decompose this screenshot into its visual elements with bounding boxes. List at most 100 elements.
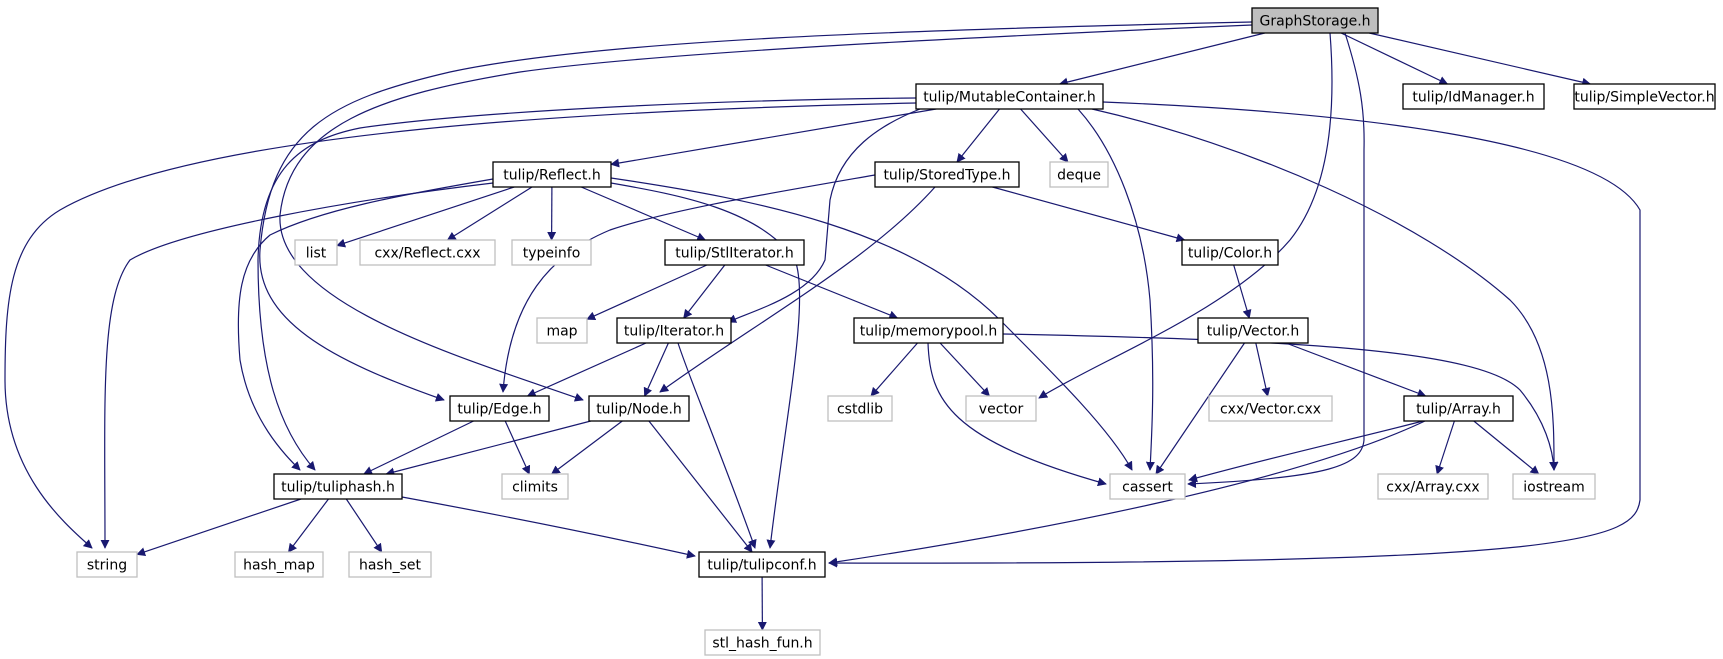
edge-n1-to-n26	[1091, 108, 1559, 471]
edge-n21-to-n25	[1435, 420, 1455, 475]
node-box	[449, 395, 550, 422]
node-label: deque	[1057, 168, 1101, 184]
node-n4[interactable]: tulip/Reflect.h	[492, 161, 612, 188]
node-box	[273, 473, 403, 500]
node-label: tulip/StoredType.h	[883, 168, 1010, 184]
node-box	[76, 551, 138, 578]
edge-n16-to-n23	[504, 420, 531, 475]
edge-n1-to-n27	[4, 102, 917, 549]
node-box	[234, 551, 324, 578]
edge-n1-to-n5	[956, 108, 1000, 163]
node-label: list	[306, 246, 327, 262]
edge-n1-to-n30	[828, 101, 1641, 568]
node-label: hash_map	[243, 558, 315, 574]
node-box	[874, 161, 1020, 188]
node-box	[1573, 83, 1716, 110]
edge-n17-to-n22	[385, 420, 591, 477]
edge-n1-to-n4	[610, 108, 937, 168]
node-label: iostream	[1523, 480, 1585, 496]
node-n10[interactable]: tulip/StlIterator.h	[664, 239, 805, 266]
node-n15[interactable]: tulip/Vector.h	[1197, 317, 1309, 344]
edge-n22-to-n27	[136, 498, 302, 557]
edge-n4-to-n27	[100, 182, 494, 549]
node-box	[294, 239, 338, 266]
node-label: tulip/Node.h	[596, 402, 682, 418]
edge-n0-to-n2	[1340, 32, 1449, 85]
node-n14[interactable]: tulip/memorypool.h	[853, 317, 1004, 344]
edge-n0-to-n24	[1187, 32, 1365, 489]
edge-n4-to-n7	[336, 186, 515, 248]
edge-n22-to-n30	[401, 496, 696, 559]
node-n17[interactable]: tulip/Node.h	[588, 395, 690, 422]
node-n3[interactable]: tulip/SimpleVector.h	[1573, 83, 1716, 110]
node-n30[interactable]: tulip/tulipconf.h	[698, 551, 826, 578]
edge-n0-to-n16	[259, 21, 1253, 402]
node-label: GraphStorage.h	[1259, 14, 1370, 30]
node-box	[915, 83, 1104, 110]
edge-n15-to-n24	[1155, 342, 1245, 475]
node-n22[interactable]: tulip/tuliphash.h	[273, 473, 403, 500]
edge-n21-to-n26	[1473, 420, 1540, 475]
edge-n5-to-n17	[659, 186, 936, 393]
node-n27: string	[76, 551, 138, 578]
edge-n5-to-n11	[992, 186, 1186, 243]
node-label: cxx/Vector.cxx	[1220, 402, 1321, 418]
edge-n14-to-n24	[927, 342, 1107, 487]
edge-n22-to-n29	[345, 498, 383, 553]
node-n18: cstdlib	[827, 395, 893, 422]
node-box	[704, 629, 821, 656]
node-n8: cxx/Reflect.cxx	[359, 239, 496, 266]
node-box	[616, 317, 732, 344]
node-n13[interactable]: tulip/Iterator.h	[616, 317, 732, 344]
node-label: typeinfo	[523, 246, 581, 262]
node-label: cstdlib	[837, 402, 883, 418]
node-label: vector	[979, 402, 1024, 418]
node-n11[interactable]: tulip/Color.h	[1181, 239, 1279, 266]
edge-n1-to-n13	[727, 108, 921, 323]
edge-n21-to-n24	[1188, 420, 1424, 483]
edge-n1-to-n22	[257, 97, 917, 471]
edge-n1-to-n24	[1077, 108, 1155, 471]
edge-n14-to-n18	[870, 342, 918, 397]
node-box	[1197, 317, 1309, 344]
node-n16[interactable]: tulip/Edge.h	[449, 395, 550, 422]
edge-n4-to-n10	[580, 186, 707, 241]
edge-n5-to-n16	[499, 174, 876, 393]
edge-n15-to-n20	[1255, 342, 1271, 397]
node-label: map	[546, 324, 577, 340]
node-n5[interactable]: tulip/StoredType.h	[874, 161, 1020, 188]
node-label: hash_set	[359, 558, 422, 574]
node-box	[1403, 395, 1514, 422]
edge-n0-to-n17	[279, 24, 1253, 402]
node-label: stl_hash_fun.h	[712, 636, 812, 652]
node-box	[492, 161, 612, 188]
node-label: tulip/Color.h	[1188, 246, 1272, 262]
node-n28: hash_map	[234, 551, 324, 578]
node-n0[interactable]: GraphStorage.h	[1251, 7, 1379, 34]
edge-n4-to-n24	[610, 177, 1133, 471]
edge-n14-to-n19	[939, 342, 991, 397]
node-box	[536, 317, 588, 344]
edge-n0-to-n1	[1058, 32, 1265, 87]
node-n31: stl_hash_fun.h	[704, 629, 821, 656]
node-n21[interactable]: tulip/Array.h	[1403, 395, 1514, 422]
nodes-layer: GraphStorage.h tulip/MutableContainer.h tu…	[76, 7, 1716, 656]
edge-n13-to-n16	[526, 342, 647, 397]
node-box	[698, 551, 826, 578]
node-n19: vector	[965, 395, 1037, 422]
edge-n4-to-n8	[446, 186, 533, 241]
edge-n10-to-n12	[586, 264, 708, 320]
node-label: tulip/SimpleVector.h	[1574, 90, 1714, 106]
node-label: cassert	[1122, 480, 1173, 496]
node-n2[interactable]: tulip/IdManager.h	[1402, 83, 1545, 110]
node-label: tulip/memorypool.h	[860, 324, 997, 340]
node-box	[965, 395, 1037, 422]
node-label: tulip/Reflect.h	[503, 168, 600, 184]
edge-n21-to-n30	[828, 420, 1426, 567]
edge-n10-to-n14	[765, 264, 899, 320]
node-n24: cassert	[1109, 473, 1186, 500]
node-label: tulip/Vector.h	[1207, 324, 1299, 340]
node-box	[348, 551, 432, 578]
node-n1[interactable]: tulip/MutableContainer.h	[915, 83, 1104, 110]
